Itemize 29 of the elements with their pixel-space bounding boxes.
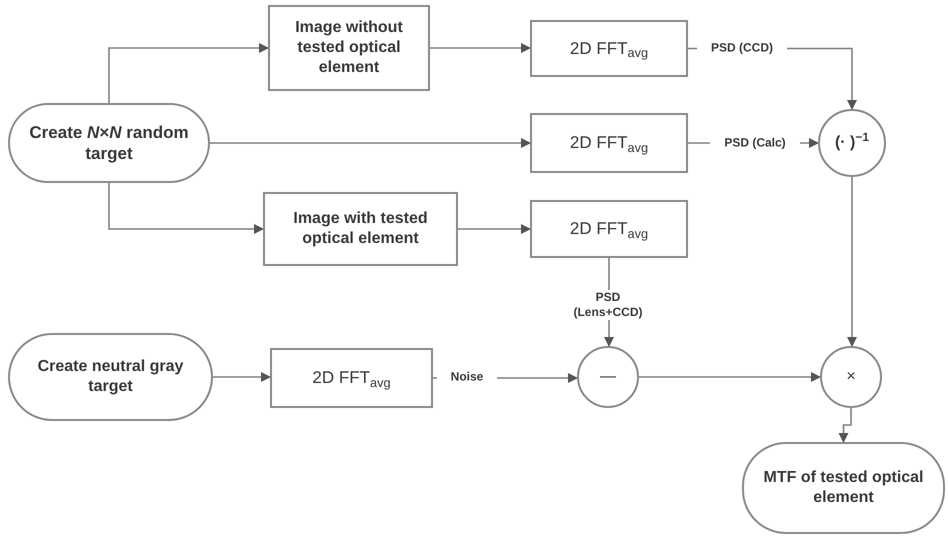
- edge-label: PSD (CCD): [697, 40, 787, 56]
- node-text: 2D FFT$_{avg}$: [570, 132, 648, 154]
- process-box: [530, 20, 688, 77]
- process-box: [270, 348, 433, 408]
- arrow: [210, 138, 531, 148]
- arrow: [838, 408, 852, 443]
- process-box: [268, 5, 430, 91]
- arrow: [458, 224, 531, 234]
- node-text: ×: [846, 367, 856, 387]
- process-box: [530, 200, 688, 258]
- node-text: Image with tested optical element: [292, 209, 429, 249]
- process-box: [263, 192, 458, 266]
- node-text: 2D FFT$_{avg}$: [570, 38, 648, 60]
- arrow: [108, 43, 269, 103]
- node-text: Create N×N random target: [28, 122, 190, 164]
- edge-label: PSD (Calc): [710, 136, 800, 150]
- arrow: [213, 372, 271, 382]
- arrow: [639, 372, 821, 382]
- node-text: 2D FFT$_{avg}$: [312, 367, 391, 389]
- node-text: Image without tested optical element: [294, 18, 404, 78]
- arrow: [847, 177, 857, 347]
- arrow: [108, 183, 264, 234]
- node-text: Create neutral gray target: [36, 357, 184, 397]
- node-text: (· )$^{−1}$: [834, 133, 870, 153]
- node-text: MTF of tested optical element: [762, 468, 924, 508]
- node-text: —: [600, 367, 616, 387]
- arrow: [430, 43, 531, 53]
- process-box: [530, 113, 688, 173]
- node-text: 2D FFT$_{avg}$: [570, 218, 648, 240]
